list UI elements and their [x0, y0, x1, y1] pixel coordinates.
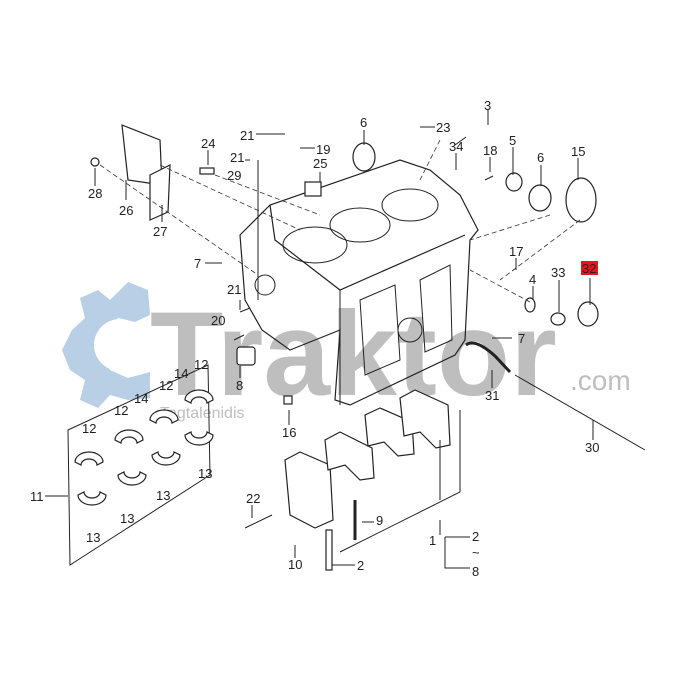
small-parts — [90, 124, 646, 571]
callout-label[interactable]: 6 — [537, 150, 544, 165]
callout-label[interactable]: 21 — [240, 128, 254, 143]
callout-label[interactable]: 7 — [518, 331, 525, 346]
callout-label[interactable]: 24 — [201, 136, 215, 151]
callout-label-highlighted[interactable]: 32 — [582, 261, 596, 276]
highlight-marker — [581, 261, 598, 275]
callout-label[interactable]: 23 — [436, 120, 450, 135]
callout-label[interactable]: 12 — [114, 403, 128, 418]
callout-label[interactable]: 19 — [316, 142, 330, 157]
callout-label[interactable]: 12 — [82, 421, 96, 436]
callout-label[interactable]: 21 — [230, 150, 244, 165]
callout-label[interactable]: 30 — [585, 440, 599, 455]
callout-label[interactable]: 11 — [30, 489, 44, 504]
callout-label[interactable]: 12 — [159, 378, 173, 393]
callout-label[interactable]: 27 — [153, 224, 167, 239]
callout-label[interactable]: 8 — [472, 564, 479, 579]
callout-label[interactable]: 17 — [509, 244, 523, 259]
callout-label[interactable]: 16 — [282, 425, 296, 440]
callout-label[interactable]: 34 — [449, 139, 463, 154]
watermark-gear-icon — [62, 282, 150, 408]
callout-label[interactable]: ~ — [472, 545, 480, 560]
callout-label[interactable]: 1 — [429, 533, 436, 548]
callout-label[interactable]: 2 — [357, 558, 364, 573]
callout-label[interactable]: 6 — [360, 115, 367, 130]
callout-label[interactable]: 21 — [227, 282, 241, 297]
callout-label[interactable]: 25 — [313, 156, 327, 171]
callout-label[interactable]: 20 — [211, 313, 225, 328]
callout-label[interactable]: 13 — [198, 466, 212, 481]
callout-leaders — [45, 110, 594, 569]
watermark-brand: Traktor — [150, 287, 557, 421]
bearing-shells — [74, 389, 214, 506]
callout-label[interactable]: 13 — [86, 530, 100, 545]
callout-label[interactable]: 33 — [551, 265, 565, 280]
callout-label[interactable]: 15 — [571, 144, 585, 159]
callout-label[interactable]: 28 — [88, 186, 102, 201]
callout-label[interactable]: 31 — [485, 388, 499, 403]
callout-label[interactable]: 12 — [194, 357, 208, 372]
callout-label[interactable]: 26 — [119, 203, 133, 218]
cylinder-block — [239, 159, 479, 406]
watermark-author: Tagtalenidis — [160, 405, 245, 422]
callout-label[interactable]: 18 — [483, 143, 497, 158]
callout-label[interactable]: 7 — [194, 256, 201, 271]
bearing-set-bracket — [67, 364, 211, 566]
callout-label[interactable]: 13 — [120, 511, 134, 526]
callout-label[interactable]: 14 — [174, 366, 188, 381]
watermark-domain: .com — [570, 365, 631, 396]
bearing-caps — [284, 389, 461, 553]
callout-label[interactable]: 5 — [509, 133, 516, 148]
callout-label[interactable]: 4 — [529, 272, 536, 287]
callout-label[interactable]: 22 — [246, 491, 260, 506]
callout-label[interactable]: 14 — [134, 391, 148, 406]
callout-label[interactable]: 8 — [236, 378, 243, 393]
callout-label[interactable]: 2 — [472, 529, 479, 544]
callout-label[interactable]: 9 — [376, 513, 383, 528]
callout-labels: 28 26 27 24 21 21 29 19 25 6 23 3 34 18 … — [30, 98, 599, 579]
callout-label[interactable]: 10 — [288, 557, 302, 572]
callout-label[interactable]: 3 — [484, 98, 491, 113]
callout-label[interactable]: 29 — [227, 168, 241, 183]
callout-label[interactable]: 13 — [156, 488, 170, 503]
